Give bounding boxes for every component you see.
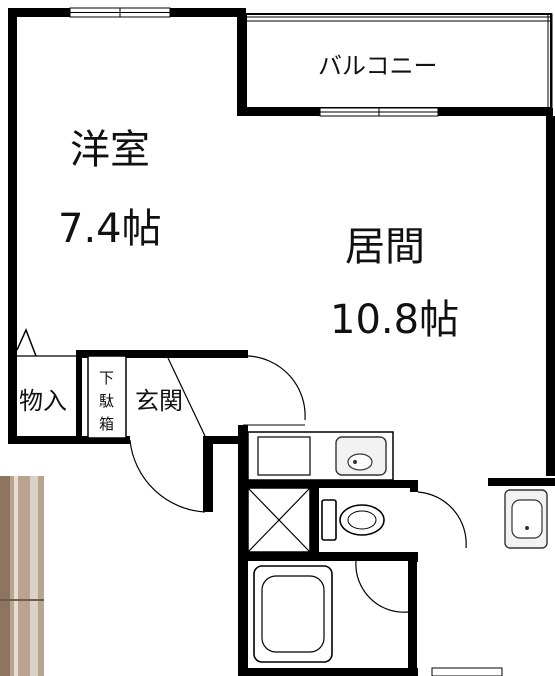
shoe-box bbox=[87, 355, 127, 439]
shoe-box-char-2: 駄 bbox=[99, 392, 114, 410]
photo-thumbnail bbox=[0, 476, 44, 676]
western-room-size: 7.4帖 bbox=[58, 206, 162, 252]
living-room-size: 10.8帖 bbox=[330, 297, 459, 343]
living-room-name: 居間 bbox=[345, 224, 425, 270]
windows bbox=[69, 7, 503, 676]
western-room-name: 洋室 bbox=[70, 127, 150, 173]
shoe-box-char-3: 箱 bbox=[99, 415, 114, 433]
storage-door bbox=[16, 328, 80, 357]
shoe-box-label: 下 駄 箱 bbox=[99, 369, 114, 433]
laundry-space bbox=[247, 487, 311, 553]
washbasin bbox=[504, 489, 548, 549]
kitchen-counter bbox=[247, 431, 394, 481]
toilet bbox=[321, 491, 467, 549]
storage-label: 物入 bbox=[19, 387, 67, 415]
balcony-label: バルコニー bbox=[318, 52, 438, 80]
entrance-door bbox=[129, 355, 306, 513]
entrance-label: 玄関 bbox=[135, 387, 183, 415]
bathtub bbox=[253, 560, 409, 663]
shoe-box-char-1: 下 bbox=[99, 369, 114, 387]
